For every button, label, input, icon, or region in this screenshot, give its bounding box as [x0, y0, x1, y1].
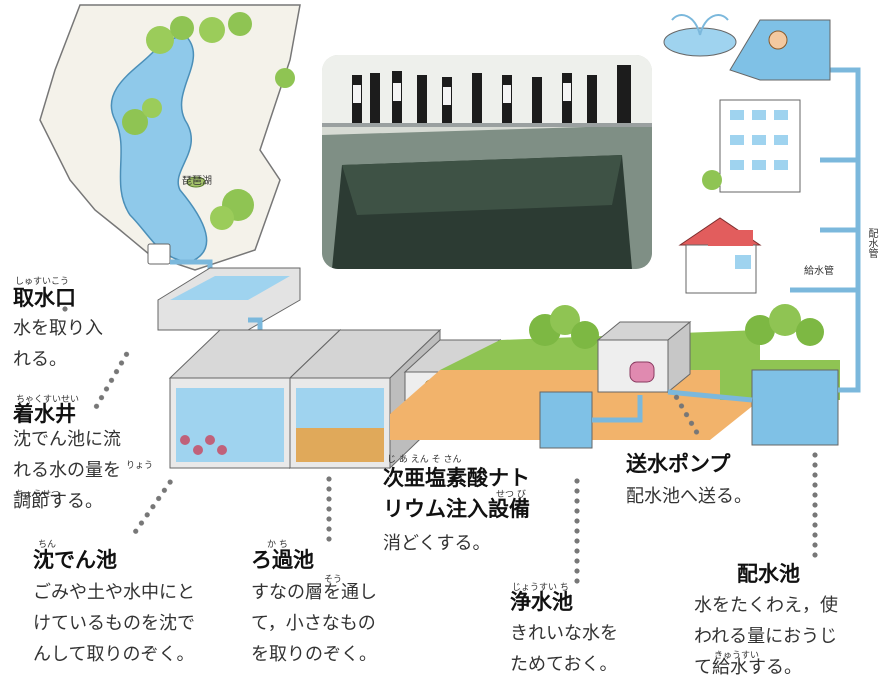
receiving-well-ruby: ちゃくすいせい [16, 395, 80, 405]
swimming-pool-and-fountain [663, 14, 831, 81]
house [678, 217, 762, 294]
pump-description: 配水池へ送る。 [626, 486, 752, 507]
sedimentation-title: 沈でん池 [33, 548, 117, 572]
clear-reservoir-title: 浄水池 [510, 590, 573, 614]
chlorine-ruby: じ あ えん そ さん [387, 455, 462, 465]
distribution-reservoir-ruby-kyusui: きゅうすい [714, 651, 760, 661]
sedimentation-ruby: ちん [38, 540, 57, 550]
water-pipes [592, 67, 861, 423]
clear-reservoir-ruby: じょうすい ち [512, 583, 569, 593]
receiving-well-title: 着水井 [13, 402, 76, 426]
leader-line-intake [62, 304, 68, 316]
lake-biwa-map [39, 4, 301, 271]
chlorine-ruby-setsubi: せつ び [496, 490, 526, 500]
leader-line-clear-reservoir [574, 476, 580, 586]
chlorine-description: 消どくする。 [383, 533, 491, 554]
leader-line-distribution-reservoir [812, 450, 818, 558]
filtration-description: すなの層を通し て，小さなもの を取りのぞく。 [251, 582, 377, 665]
sedimentation-basin [168, 328, 342, 470]
intake-ruby: しゅすいこう [15, 277, 70, 287]
receiving-well-description: 沈でん池に流 れる水の量を 調節する。 [13, 429, 121, 512]
intake-structure [157, 259, 301, 345]
receiving-well-ruby-chosetsu: ちょうせつ [15, 490, 61, 500]
distribution-pipe-label: 配水管 [866, 228, 877, 258]
leader-line-filtration [326, 474, 332, 544]
supply-pipe-label: 給水管 [804, 266, 834, 277]
apartment-building [702, 99, 801, 193]
pump-house [596, 320, 692, 394]
pump-title: 送水ポンプ [626, 452, 731, 476]
receiving-well-ruby-ryo: りょう [126, 461, 154, 471]
filtration-title: ろ過池 [251, 548, 314, 572]
clear-water-reservoir [529, 305, 599, 449]
distribution-reservoir-description: 水をたくわえ，使 われる量におうじ て給水する。 [694, 595, 838, 678]
chlorine-title: 次亜塩素酸ナト リウム注入設備 [383, 466, 530, 521]
filtration-ruby-so: そう [324, 575, 343, 585]
sedimentation-description: ごみや土や水中にと けているものを沈で んして取りのぞく。 [33, 582, 195, 665]
distribution-reservoir-title: 配水池 [737, 562, 800, 586]
filtration-ruby: か ち [267, 540, 288, 550]
clear-reservoir-description: きれいな水を ためておく。 [510, 623, 618, 675]
distribution-reservoir [720, 304, 840, 446]
intake-description: 水を取り入 れる。 [13, 318, 103, 370]
students-at-basin-photo [322, 55, 652, 269]
lake-biwa-label: 琵琶湖 [182, 176, 212, 187]
